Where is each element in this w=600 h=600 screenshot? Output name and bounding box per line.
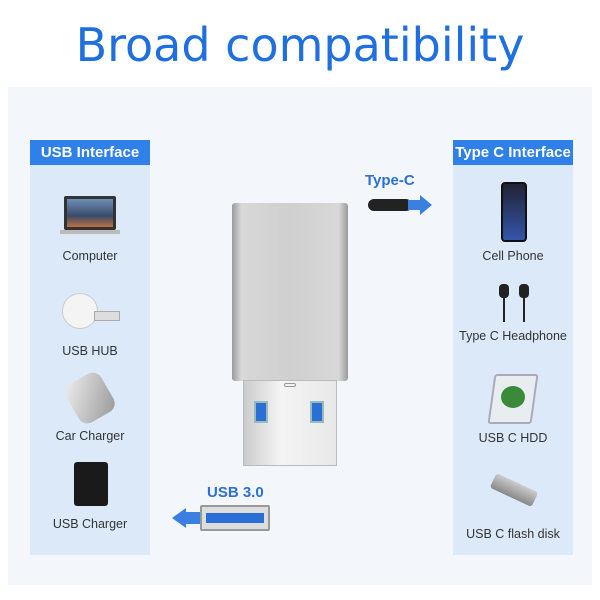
car-charger-icon <box>60 368 120 428</box>
usb-interface-column: USB Interface Computer USB HUB Car Charg… <box>30 140 150 555</box>
hdd-icon <box>483 372 543 427</box>
adapter-body <box>232 203 348 381</box>
phone-icon <box>483 180 543 245</box>
flash-disk-icon <box>483 468 543 523</box>
arrow-right-icon <box>408 200 420 210</box>
item-label: USB C flash disk <box>466 527 560 541</box>
usb-pin-block <box>254 401 268 423</box>
list-item: USB HUB <box>30 285 150 358</box>
arrow-left-icon <box>172 508 186 528</box>
headphone-icon <box>483 280 543 325</box>
type-c-label: Type-C <box>365 172 415 189</box>
item-label: USB C HDD <box>478 431 548 445</box>
list-item: Car Charger <box>30 368 150 443</box>
list-item: USB Charger <box>30 458 150 531</box>
usb-3-label: USB 3.0 <box>207 484 264 501</box>
item-label: Cell Phone <box>482 249 544 263</box>
column-header: USB Interface <box>30 140 150 165</box>
usb-logo-icon <box>284 383 296 387</box>
list-item: Cell Phone <box>453 180 573 263</box>
arrow-right-head <box>420 195 432 215</box>
item-label: USB Charger <box>52 517 128 531</box>
item-label: Car Charger <box>55 429 125 443</box>
list-item: Type C Headphone <box>453 280 573 343</box>
laptop-icon <box>60 190 120 245</box>
usb-hub-icon <box>60 285 120 340</box>
item-label: Type C Headphone <box>459 329 567 343</box>
list-item: USB C HDD <box>453 372 573 445</box>
list-item: USB C flash disk <box>453 468 573 541</box>
type-c-connector-icon <box>368 199 412 211</box>
usb-pin-block <box>310 401 324 423</box>
item-label: USB HUB <box>62 344 118 358</box>
usb-charger-icon <box>60 458 120 513</box>
page-title: Broad compatibility <box>75 18 525 72</box>
item-label: Computer <box>62 249 118 263</box>
column-header: Type C Interface <box>453 140 573 165</box>
arrow-left-shaft <box>186 512 200 524</box>
type-c-interface-column: Type C Interface Cell Phone Type C Headp… <box>453 140 573 555</box>
usb-3-connector-icon <box>200 505 270 531</box>
list-item: Computer <box>30 190 150 263</box>
usb-a-plug <box>243 380 337 466</box>
